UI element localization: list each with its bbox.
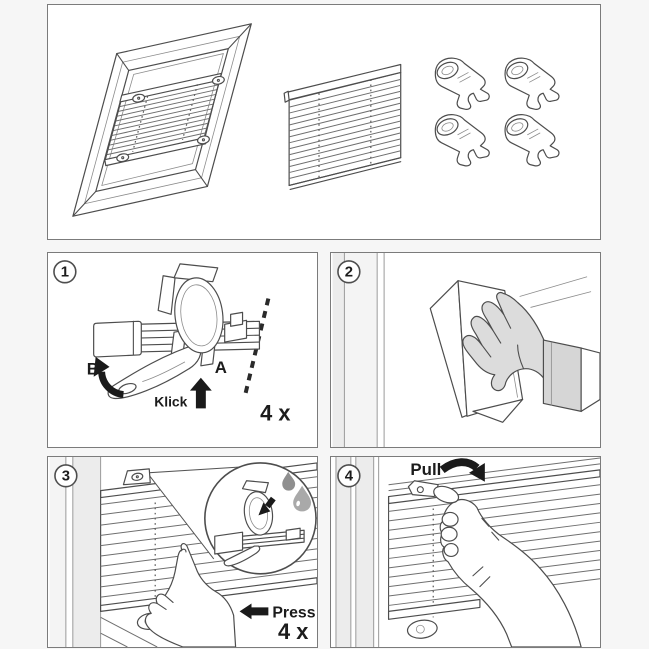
press-arrow-icon xyxy=(239,603,269,620)
water-drops-icon xyxy=(282,471,312,512)
window-frame-with-blind xyxy=(72,23,252,217)
step-number: 4 xyxy=(345,469,354,485)
glove-cuff xyxy=(542,339,582,413)
step-2-panel: 2 xyxy=(330,252,601,448)
pull-arrow-icon xyxy=(439,458,485,482)
step-badge: 2 xyxy=(337,260,361,284)
step-4-illustration: Pull 4 xyxy=(335,457,600,647)
klick-label: Klick xyxy=(154,393,187,409)
suction-ring xyxy=(243,491,274,536)
window-frame-edge xyxy=(335,457,380,647)
step-4-panel: Pull 4 xyxy=(330,456,601,648)
mounting-bracket-icon xyxy=(433,57,490,110)
sleeve xyxy=(580,347,600,412)
up-arrow-a-icon xyxy=(189,377,212,409)
bracket-mechanism xyxy=(93,263,261,400)
pull-label: Pull xyxy=(410,460,441,479)
step-number: 2 xyxy=(345,265,353,281)
step-number: 1 xyxy=(61,265,69,281)
step-3-illustration: Press 4 x 3 xyxy=(49,457,317,647)
suction-plate-icon xyxy=(116,75,225,163)
label-b: B xyxy=(87,360,99,379)
parts-overview-illustration xyxy=(72,23,560,217)
suction-plate-icon xyxy=(406,619,438,639)
step-badge: 3 xyxy=(54,464,78,488)
thumb xyxy=(433,485,460,504)
rotate-arrow-b-icon xyxy=(93,356,124,398)
gloved-hand xyxy=(462,291,600,413)
step-1-panel: 1 xyxy=(47,252,318,448)
pleated-blind-folded xyxy=(283,63,402,190)
parts-overview-panel xyxy=(47,4,601,240)
step-2-illustration: 2 xyxy=(332,253,600,447)
step-1-illustration: 1 xyxy=(53,260,290,425)
dashed-guide-line xyxy=(242,298,271,398)
press-label: Press xyxy=(272,604,315,621)
window-frame-edge xyxy=(49,457,102,647)
mounting-bracket-icon xyxy=(503,57,560,110)
press-point-arrow-icon xyxy=(258,496,276,516)
magnifier-callout xyxy=(204,462,317,575)
step-badge: 4 xyxy=(337,464,361,488)
label-a: A xyxy=(215,358,227,377)
mounting-bracket-icon xyxy=(433,114,490,167)
pulling-hand xyxy=(433,485,582,647)
step-badge: 1 xyxy=(53,260,77,284)
top-bracket-plate xyxy=(122,468,151,486)
window-frame-edge xyxy=(332,253,385,447)
glass-reflection-lines xyxy=(519,276,592,308)
pressing-hand xyxy=(144,542,237,647)
repeat-count-label: 4 x xyxy=(278,619,308,644)
step-number: 3 xyxy=(62,469,70,485)
mounting-bracket-icon xyxy=(503,114,560,167)
repeat-count-label: 4 x xyxy=(260,400,290,425)
step-3-panel: Press 4 x 3 xyxy=(47,456,318,648)
mounting-brackets xyxy=(433,57,560,167)
suction-ring xyxy=(174,277,224,354)
